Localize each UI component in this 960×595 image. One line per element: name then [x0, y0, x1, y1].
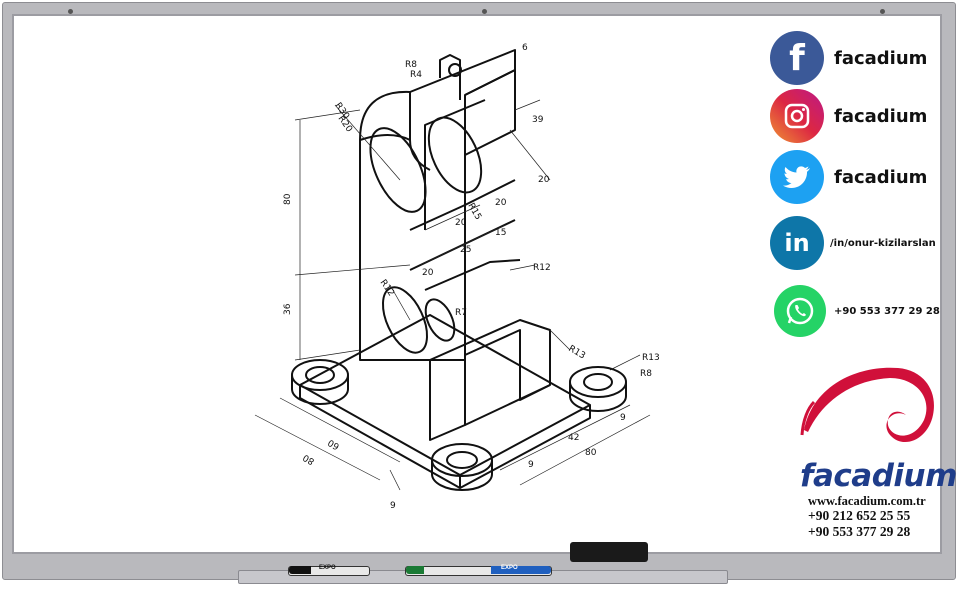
linkedin-handle: /in/onur-kizilarslan: [830, 237, 936, 249]
screw: [880, 9, 885, 14]
dim-label: 20: [455, 218, 467, 228]
base-plate: [299, 314, 591, 476]
dim-label: 20: [495, 198, 507, 208]
twitter-handle: facadium: [834, 166, 928, 188]
marker-black: EXPO: [288, 565, 370, 576]
dim-label: R15: [465, 202, 483, 222]
twitter-icon: [770, 150, 824, 204]
brand-website[interactable]: www.facadium.com.tr: [808, 494, 926, 508]
eraser: [570, 542, 648, 562]
screw: [68, 9, 73, 14]
facadium-logo-icon: [800, 367, 934, 443]
social-linkedin[interactable]: in /in/onur-kizilarslan: [770, 216, 936, 270]
boss-front: [431, 443, 493, 477]
whatsapp-number: +90 553 377 29 28: [834, 305, 940, 317]
dim-label: 20: [422, 268, 434, 278]
marker-label: EXPO: [501, 565, 518, 571]
dim-label: 80: [283, 193, 293, 205]
dim-label: R13: [642, 353, 660, 363]
dim-label: R12: [533, 263, 551, 273]
dim-label: 39: [532, 115, 544, 125]
whatsapp-icon: [774, 285, 826, 337]
dim-label: 25: [460, 245, 471, 255]
social-twitter[interactable]: facadium: [770, 150, 927, 204]
dim-label: 60: [326, 437, 341, 452]
technical-drawing: R8 R4 6 R30 R20 39 20 20 R15 20 80 15 25…: [254, 43, 660, 511]
marker-label: EXPO: [319, 565, 336, 571]
dim-label: 9: [620, 413, 626, 423]
brand-phone-1: +90 212 652 25 55: [808, 508, 911, 523]
dim-label: R8: [640, 369, 652, 379]
dim-label: 6: [522, 43, 528, 53]
dim-label: 9: [528, 460, 534, 470]
dim-label: 9: [390, 501, 396, 511]
dim-label: R4: [410, 70, 422, 80]
dim-label: R7: [455, 308, 467, 318]
dim-label: 20: [538, 175, 550, 185]
dim-label: R8: [405, 60, 417, 70]
dim-label: R20: [336, 114, 355, 134]
dim-label: 36: [283, 303, 293, 315]
facebook-icon: f: [770, 31, 824, 85]
dim-label: 80: [301, 452, 316, 467]
brand-phone-2: +90 553 377 29 28: [808, 524, 911, 539]
instagram-icon: [770, 89, 824, 143]
instagram-handle: facadium: [834, 105, 928, 127]
social-instagram[interactable]: facadium: [770, 89, 927, 143]
dim-label: 15: [495, 228, 506, 238]
dim-label: R12: [378, 278, 396, 298]
linkedin-icon: in: [770, 216, 824, 270]
screw: [482, 9, 487, 14]
facebook-handle: facadium: [834, 47, 928, 69]
social-facebook[interactable]: f facadium: [770, 31, 927, 85]
marker-blue: EXPO: [405, 565, 552, 576]
dim-label: 80: [585, 448, 597, 458]
dim-label: R13: [567, 344, 587, 362]
dim-label: 42: [568, 433, 579, 443]
boss-right: [569, 366, 627, 398]
brand-name: facadium: [800, 458, 957, 494]
social-whatsapp[interactable]: +90 553 377 29 28: [774, 285, 940, 337]
